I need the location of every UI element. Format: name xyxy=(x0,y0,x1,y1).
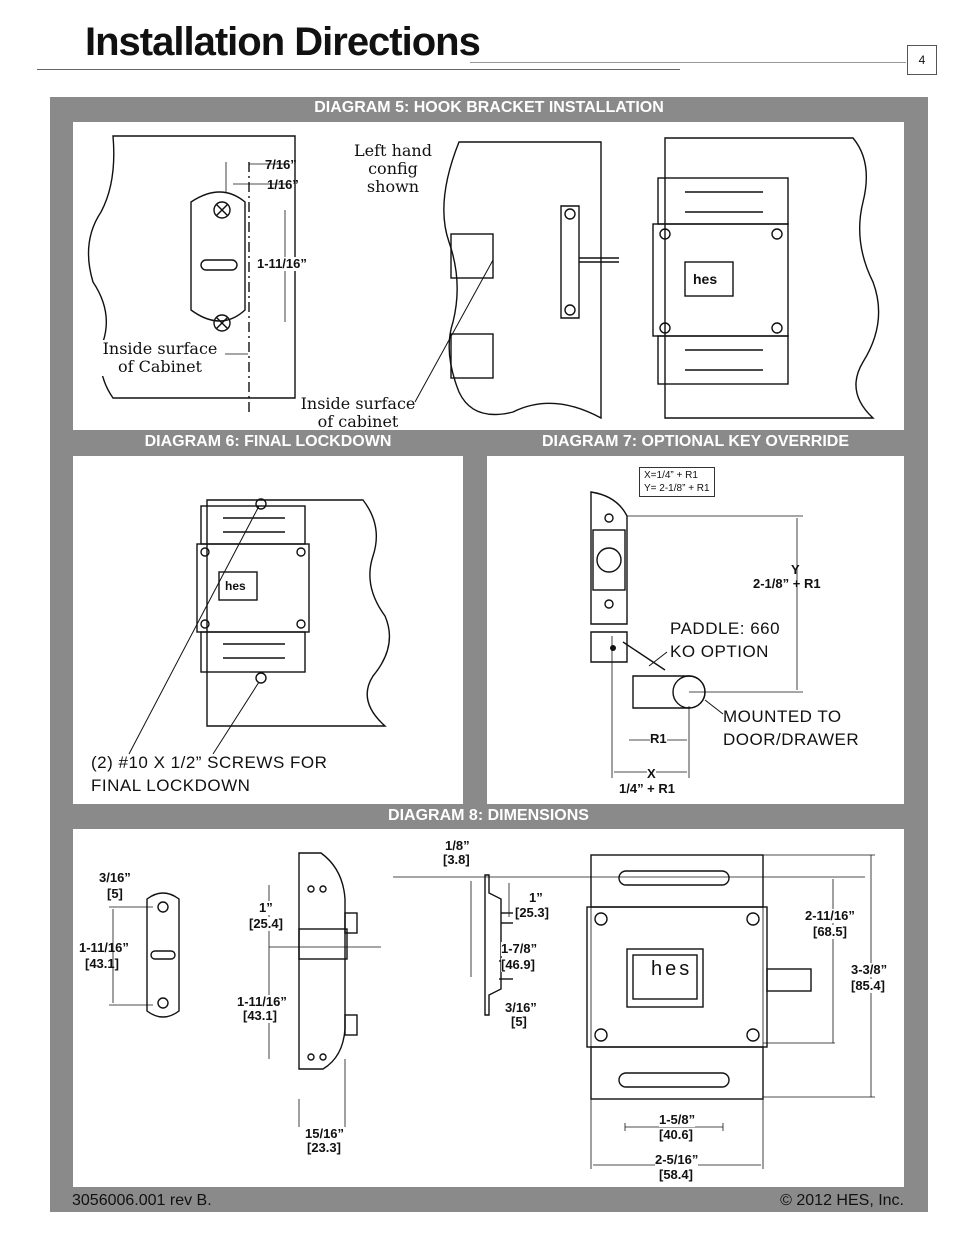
mounted-line2: DOOR/DRAWER xyxy=(723,730,860,749)
dim-40-6: [40.6] xyxy=(659,1127,693,1142)
formula-box: X=1/4” + R1 Y= 2-1/8” + R1 xyxy=(639,467,715,497)
screws-caption-line1: (2) #10 X 1/2” SCREWS FOR xyxy=(91,753,328,772)
formula-x: X=1/4” + R1 xyxy=(644,470,698,481)
y-label: Y xyxy=(791,562,800,577)
dim-1-in-b: 1” xyxy=(529,890,543,905)
dim-43-1-a: [43.1] xyxy=(85,956,119,971)
diagram5-header: DIAGRAM 5: HOOK BRACKET INSTALLATION xyxy=(314,99,664,116)
dim-25-3: [25.3] xyxy=(515,905,549,920)
diagram5-drawing: hes xyxy=(87,135,880,420)
diagram7-header: DIAGRAM 7: OPTIONAL KEY OVERRIDE xyxy=(542,433,849,450)
dim-85-4: [85.4] xyxy=(851,978,885,993)
copyright: © 2012 HES, Inc. xyxy=(780,1192,904,1209)
diagram6-header: DIAGRAM 6: FINAL LOCKDOWN xyxy=(144,433,392,450)
dim-5-a: [5] xyxy=(107,886,123,901)
dim-2-11-16: 2-11/16” xyxy=(805,908,855,923)
dim-3-8: [3.8] xyxy=(443,852,470,867)
dim-3-3-8: 3-3/8” xyxy=(851,962,888,977)
diagram8-drawing: hes xyxy=(109,852,875,1169)
dim-5-b: [5] xyxy=(511,1014,527,1029)
dim-1-7-8: 1-7/8” xyxy=(501,941,538,956)
title-rule-right xyxy=(470,62,906,63)
dim-58-4: [58.4] xyxy=(659,1167,693,1182)
x-value: 1/4” + R1 xyxy=(619,781,676,796)
dim-1-in: 1” xyxy=(259,900,273,915)
paddle-line1: PADDLE: 660 xyxy=(670,619,781,638)
dim-15-16: 15/16” xyxy=(305,1126,345,1141)
page-title: Installation Directions xyxy=(85,20,481,64)
doc-number: 3056006.001 rev B. xyxy=(72,1192,212,1209)
diagram7-drawing xyxy=(590,491,803,778)
diagram6-brand: hes xyxy=(225,579,246,593)
left-hand-note: Left hand config shown xyxy=(354,141,432,196)
diagram5-panel: hes 7/16” 1/16” 1-11/16” Left hand confi… xyxy=(73,122,904,431)
dim-1-11-16-a: 1-11/16” xyxy=(79,940,129,955)
dim-1-8: 1/8” xyxy=(445,838,470,853)
r1-label: R1 xyxy=(650,731,667,746)
x-label: X xyxy=(647,766,656,781)
dim-43-1-b: [43.1] xyxy=(243,1008,277,1023)
paddle-line2: KO OPTION xyxy=(670,642,769,661)
dim-3-16-b: 3/16” xyxy=(505,1000,537,1015)
inside-surface-cabinet-label-2: Inside surface of cabinet xyxy=(300,394,416,431)
diagram8-panel: hes 3/16” [5] 1-11/16” [43.1] 1” [25.4] … xyxy=(73,829,904,1187)
diagram8-header: DIAGRAM 8: DIMENSIONS xyxy=(388,807,589,824)
screws-caption-line2: FINAL LOCKDOWN xyxy=(91,776,251,795)
diagram5-brand: hes xyxy=(693,271,717,287)
dim-1-11-16-b: 1-11/16” xyxy=(237,994,287,1009)
dim-7-16: 7/16” xyxy=(265,157,297,172)
mounted-line1: MOUNTED TO xyxy=(723,707,842,726)
y-value: 2-1/8” + R1 xyxy=(753,576,821,591)
inside-surface-cabinet-label: Inside surface of Cabinet xyxy=(95,340,225,376)
diagram7-panel: X=1/4” + R1 Y= 2-1/8” + R1 Y 2-1/8” + R1… xyxy=(487,456,904,804)
dim-68-5: [68.5] xyxy=(813,924,847,939)
title-rule xyxy=(37,69,680,70)
diagram8-brand: hes xyxy=(651,958,692,980)
dim-2-5-16: 2-5/16” xyxy=(655,1152,699,1167)
dim-46-9: [46.9] xyxy=(501,957,535,972)
dim-1-11-16: 1-11/16” xyxy=(257,256,307,271)
dim-1-5-8: 1-5/8” xyxy=(659,1112,696,1127)
page-number: 4 xyxy=(907,45,937,75)
diagram6-drawing: hes xyxy=(128,498,391,755)
dim-1-16: 1/16” xyxy=(267,177,299,192)
diagram6-panel: hes (2) #10 X 1/2” SCREWS FOR FINAL LOCK… xyxy=(73,456,463,804)
dim-25-4: [25.4] xyxy=(249,916,283,931)
formula-y: Y= 2-1/8” + R1 xyxy=(644,483,710,494)
dim-3-16-a: 3/16” xyxy=(99,870,131,885)
dim-23-3: [23.3] xyxy=(307,1140,341,1155)
